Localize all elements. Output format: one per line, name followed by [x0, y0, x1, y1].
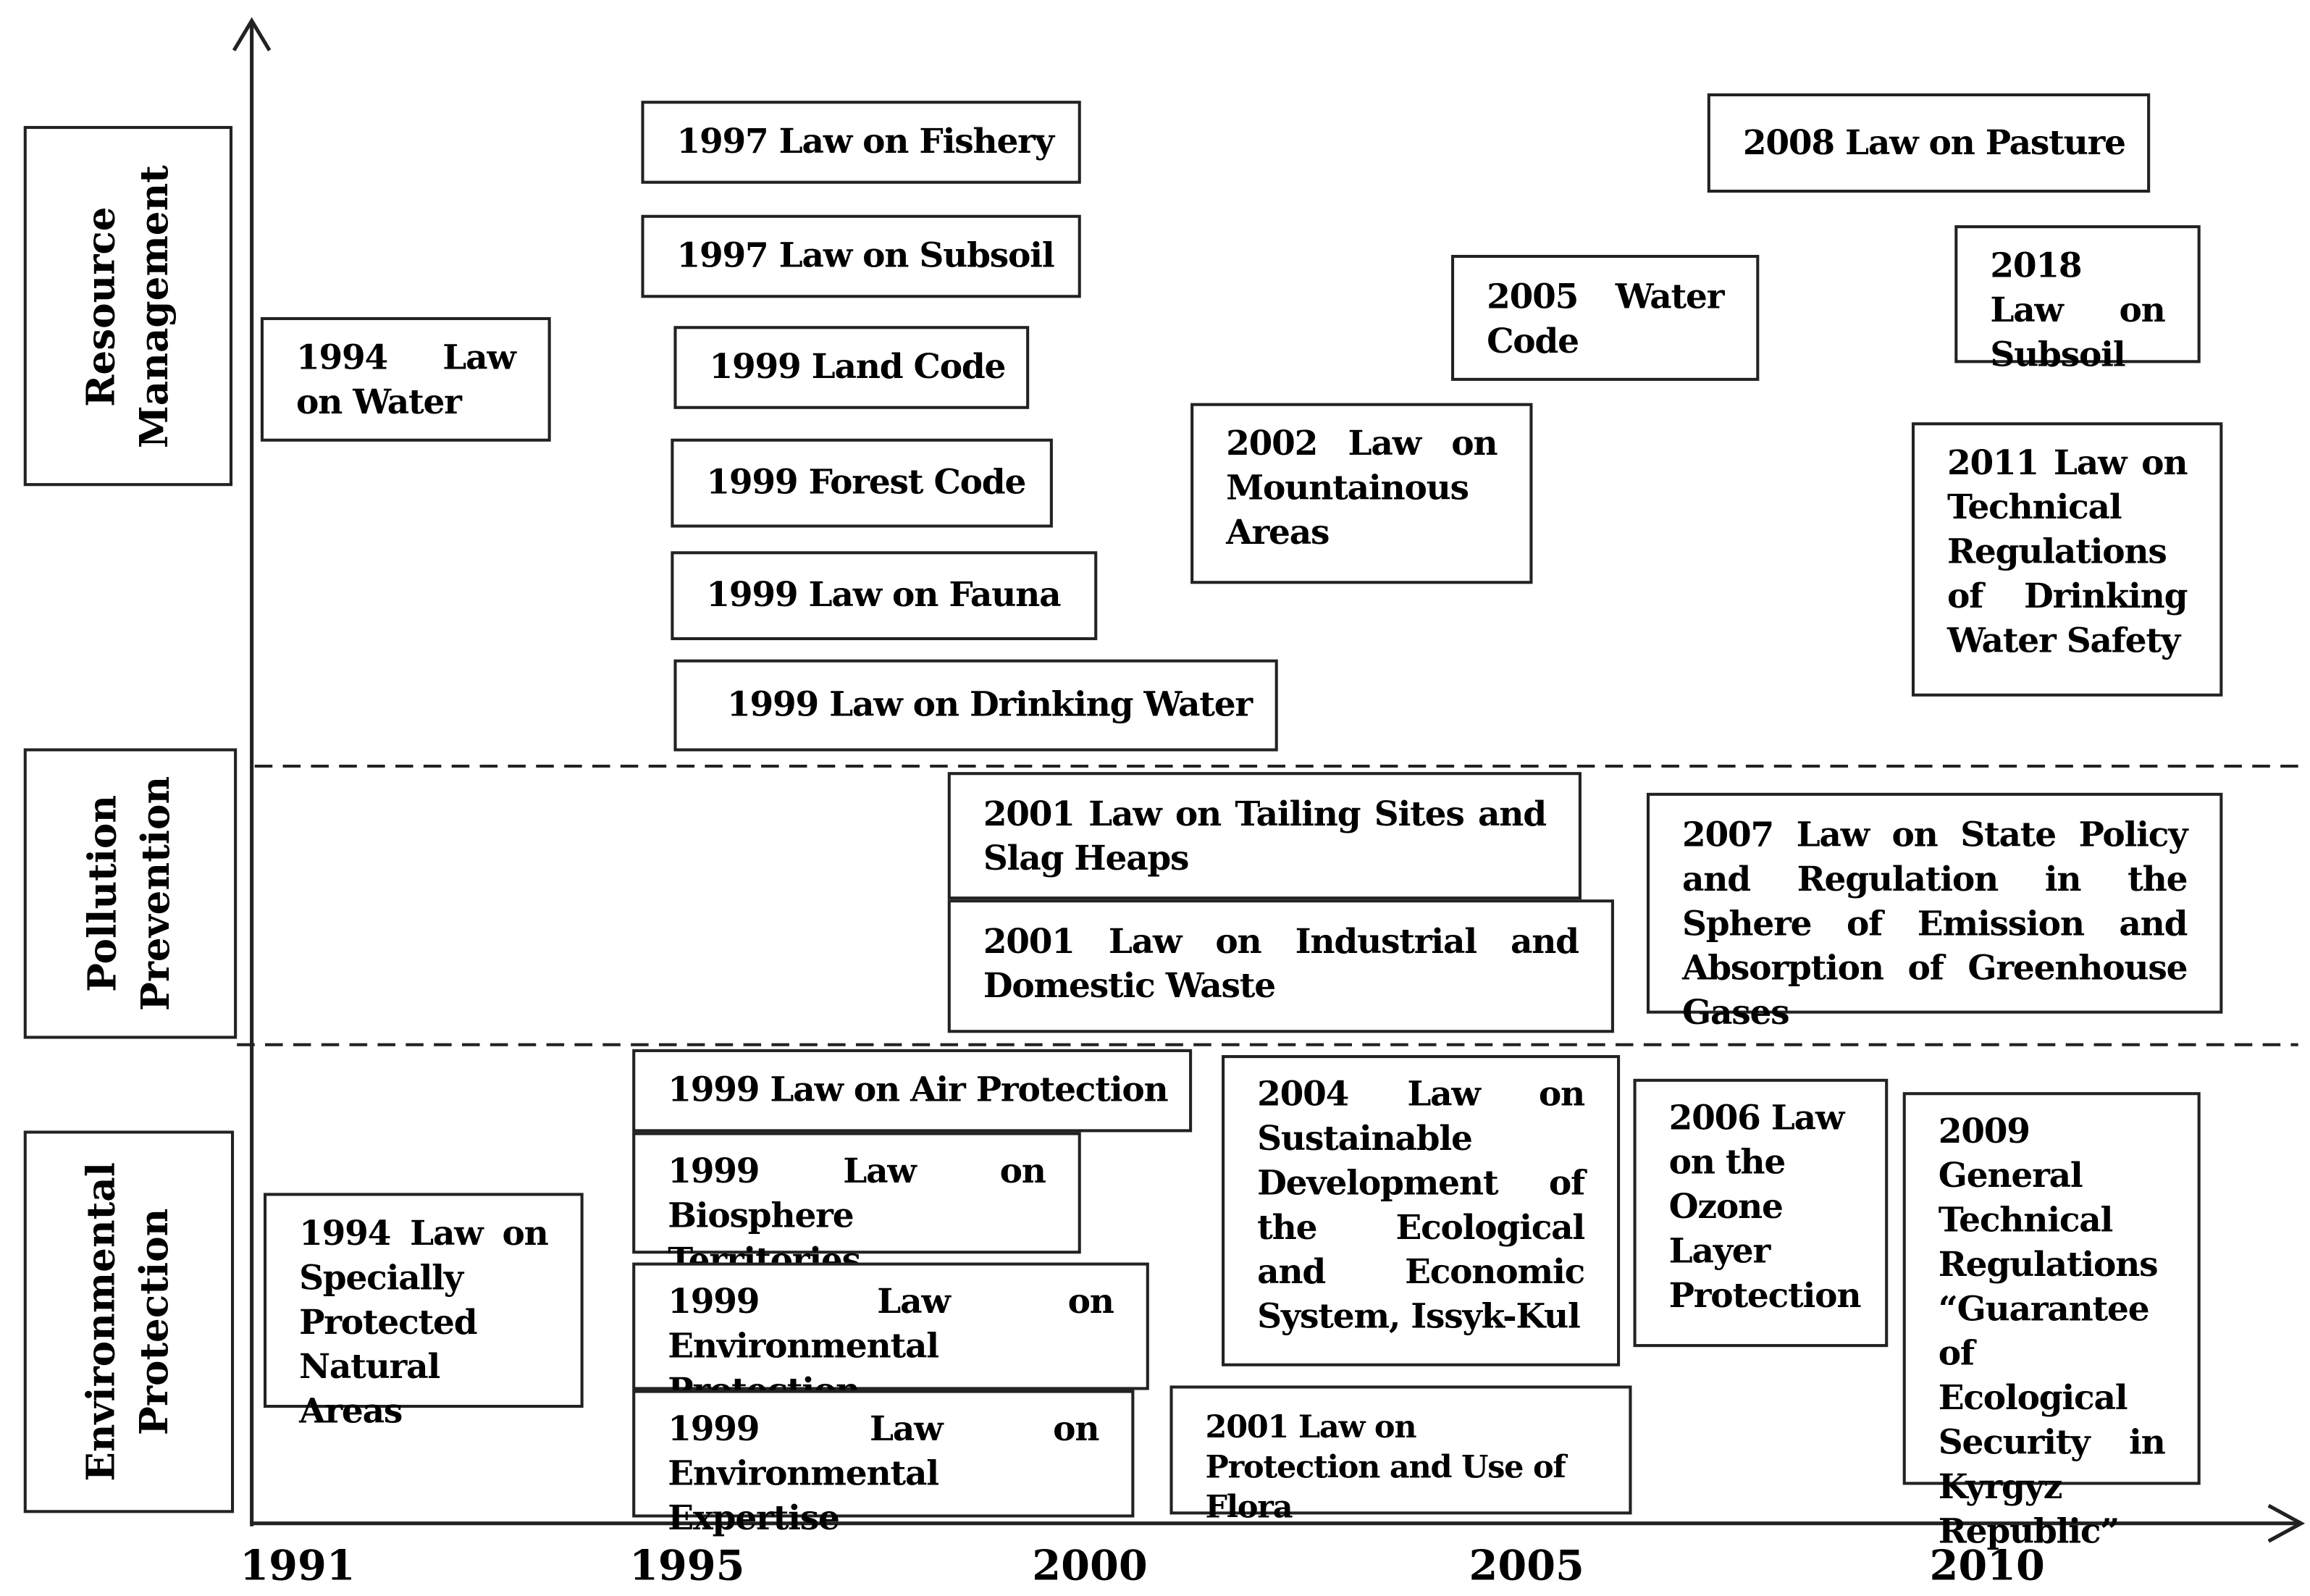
law-box-2002-mountainous-areas: 2002 Law on Mountainous Areas [1190, 403, 1533, 584]
y-axis-arrowhead [232, 17, 272, 51]
x-tick-2000: 2000 [1032, 1541, 1148, 1590]
law-box-2001-flora: 2001 Law on Protection and Use of Flora [1169, 1385, 1632, 1525]
law-box-2001-industrial-waste: 2001 Law on Industrial and Domestic Wast… [947, 899, 1614, 1033]
law-box-2006-ozone: 2006 Law on the Ozone Layer Protection [1633, 1078, 1889, 1348]
category-environmental-label: Environmental Protection [80, 1162, 178, 1482]
x-axis-arrowhead [2267, 1503, 2306, 1543]
x-tick-2005: 2005 [1469, 1541, 1584, 1590]
law-box-2007-state-policy: 2007 Law on State Policy and Regulation … [1646, 792, 2223, 1033]
law-box-2005-water-code: 2005 Water Code [1451, 254, 1760, 381]
x-tick-2010: 2010 [1929, 1541, 2045, 1590]
law-box-1999-fauna: 1999 Law on Fauna [671, 551, 1098, 641]
law-box-2008-pasture: 2008 Law on Pasture [1707, 93, 2151, 193]
law-box-2009-general-regulations: 2009 General Technical Regulations “Guar… [1902, 1092, 2201, 1552]
law-box-2018-subsoil: 2018 Law on Subsoil [1954, 225, 2201, 375]
law-box-1999-environmental-expertise: 1999 Law on Environmental Expertise [632, 1390, 1135, 1538]
category-pollution-prevention: Pollution Prevention [23, 748, 238, 1039]
law-box-2001-tailing-sites: 2001 Law on Tailing Sites and Slag Heaps [947, 772, 1582, 900]
law-box-2004-sustainable-development: 2004 Law on Sustainable Development of t… [1222, 1055, 1621, 1366]
x-tick-1995: 1995 [629, 1541, 745, 1590]
law-box-1994-protected-areas: 1994 Law on Specially Protected Natural … [263, 1193, 584, 1432]
law-box-1999-air-protection: 1999 Law on Air Protection [632, 1049, 1193, 1133]
law-box-1999-drinking-water: 1999 Law on Drinking Water [673, 659, 1278, 752]
law-box-1999-environmental-protection: 1999 Law on Environmental Protection [632, 1262, 1149, 1411]
category-resource-label: Resource Management [79, 164, 177, 448]
law-box-1997-subsoil: 1997 Law on Subsoil [641, 214, 1081, 298]
category-environmental-protection: Environmental Protection [23, 1130, 235, 1513]
law-box-1994-water: 1994 Law on Water [260, 316, 551, 442]
law-box-1999-land-code: 1999 Land Code [673, 326, 1030, 409]
law-box-1997-fishery: 1997 Law on Fishery [641, 101, 1081, 184]
law-box-1999-forest-code: 1999 Forest Code [671, 438, 1053, 528]
law-box-1999-biosphere-territories: 1999 Law on Biosphere Territories [632, 1132, 1081, 1280]
x-tick-1991: 1991 [240, 1541, 356, 1590]
category-pollution-label: Pollution Prevention [81, 776, 180, 1012]
law-box-2011-technical-regulations: 2011 Law on Technical Regulations of Dri… [1911, 422, 2223, 697]
category-resource-management: Resource Management [23, 125, 233, 487]
